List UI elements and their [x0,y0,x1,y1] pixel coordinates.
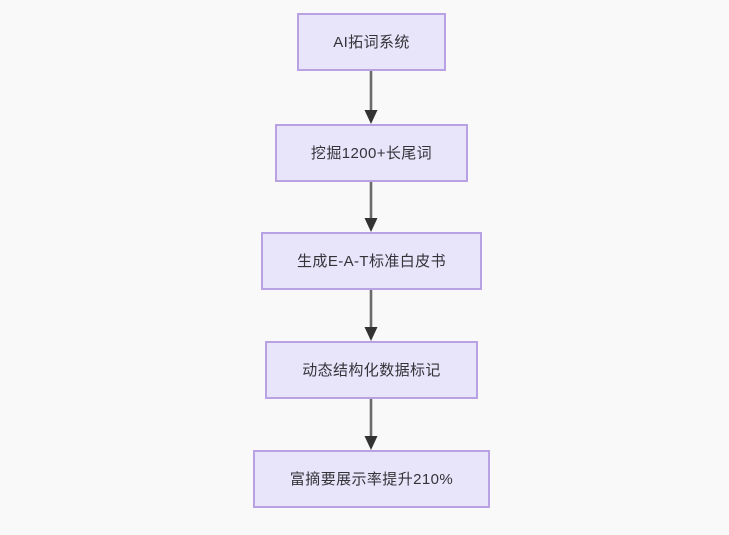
flowchart-node-generate-eat-whitepaper[interactable]: 生成E-A-T标准白皮书 [261,232,482,290]
node-label: AI拓词系统 [333,33,410,51]
node-label: 富摘要展示率提升210% [289,470,454,488]
arrow-icon [364,290,378,341]
node-label: 生成E-A-T标准白皮书 [297,252,446,270]
arrow-icon [364,182,378,232]
flowchart-node-ai-keyword-system[interactable]: AI拓词系统 [297,13,446,71]
flowchart-node-rich-snippet-impression-lift[interactable]: 富摘要展示率提升210% [253,450,490,508]
node-label: 动态结构化数据标记 [302,361,441,379]
node-label: 挖掘1200+长尾词 [310,144,433,162]
arrow-icon [364,399,378,450]
flowchart-node-dynamic-structured-data-markup[interactable]: 动态结构化数据标记 [265,341,478,399]
connector-arrow-n4-n5 [358,399,384,450]
flowchart-node-mine-longtail-keywords[interactable]: 挖掘1200+长尾词 [275,124,468,182]
connector-arrow-n1-n2 [358,71,384,124]
connector-arrow-n2-n3 [358,182,384,232]
connector-arrow-n3-n4 [358,290,384,341]
arrow-icon [364,71,378,124]
